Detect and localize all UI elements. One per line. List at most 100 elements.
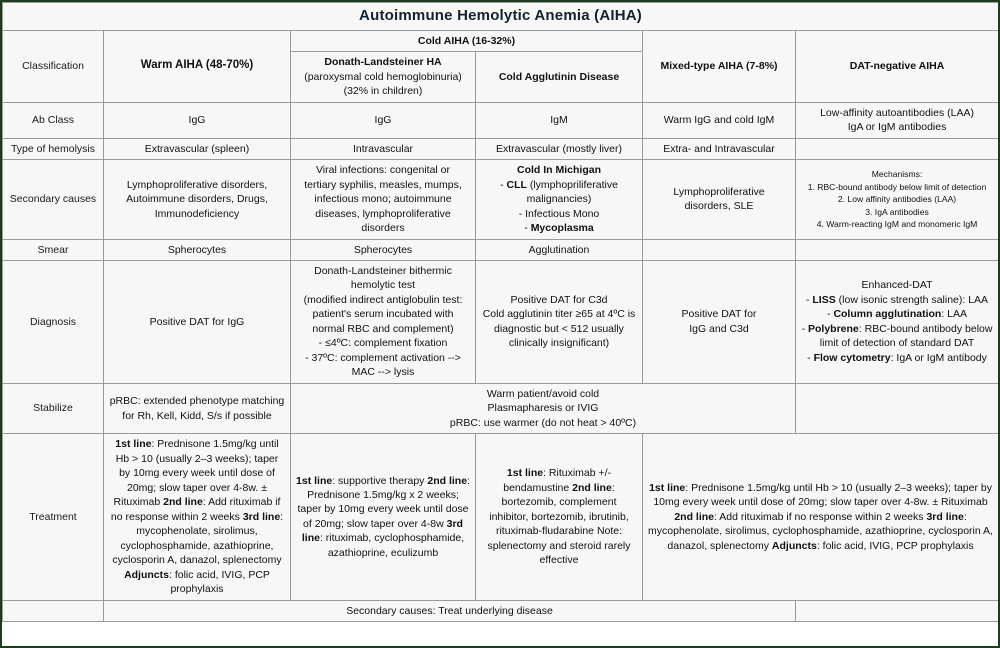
secondary-dl-l1: Viral infections: congenital or <box>315 164 451 177</box>
cell-treatment-cad: 1st line: Rituximab +/- bendamustine 2nd… <box>475 433 643 601</box>
tx-warm-l1-label: 1st line <box>115 438 152 451</box>
tx-dl-l3-label: 3rd line <box>301 517 463 545</box>
cell-smear-cad: Agglutination <box>475 238 643 261</box>
tx-mixed-adjuncts-label: Adjuncts <box>771 539 817 552</box>
stabilize-cold-l2: Plasmapharesis or IVIG <box>487 402 599 415</box>
tx-dl-l1-label: 1st line <box>296 474 333 487</box>
secondary-mixed-l2: disorders, SLE <box>684 200 754 213</box>
cell-classification-dat-negative: DAT-negative AIHA <box>794 29 998 103</box>
cell-classification-donath-landsteiner: Donath-Landsteiner HA (paroxysmal cold h… <box>290 51 476 103</box>
cell-diagnosis-warm: Positive DAT for IgG <box>103 259 291 384</box>
cell-ab-class-warm: IgG <box>103 101 291 139</box>
dat-mechanism-3: 3. IgA antibodies <box>865 206 929 217</box>
secondary-warm-l3: Immunodeficiency <box>154 207 240 220</box>
stabilize-warm-l1: pRBC: extended phenotype matching <box>109 395 285 408</box>
tx-mixed-l1-text: : Prednisone 1.5mg/kg until Hb > 10 (usu… <box>653 481 992 509</box>
cell-diagnosis-cad: Positive DAT for C3d Cold agglutinin tit… <box>475 259 643 384</box>
stabilize-warm-l2: for Rh, Kell, Kidd, S/s if possible <box>122 409 272 422</box>
tx-warm-adjuncts-label: Adjuncts <box>124 568 169 581</box>
tx-mixed-l2-label: 2nd line <box>674 510 714 523</box>
tx-cad-l2-label: 2nd line <box>572 481 612 494</box>
dx-cad-l1: Positive DAT for C3d <box>510 293 608 306</box>
diagnosis-row: Diagnosis Positive DAT for IgG Donath-La… <box>2 259 998 384</box>
type-of-hemolysis-row: Type of hemolysis Extravascular (spleen)… <box>2 137 998 161</box>
cell-hemolysis-dl: Intravascular <box>290 137 476 161</box>
row-header-diagnosis: Diagnosis <box>2 259 104 384</box>
dx-mixed-l1: Positive DAT for <box>681 308 757 321</box>
dl-title: Donath-Landsteiner HA <box>324 56 442 69</box>
secondary-dl-l3: infectious mono; autoimmune <box>314 193 452 206</box>
cell-hemolysis-mixed: Extra- and Intravascular <box>642 137 796 161</box>
dx-dat-column-agglutination: Column agglutination <box>833 308 942 321</box>
dx-dl-l8: MAC --> lysis <box>351 366 415 379</box>
cell-ab-class-cad: IgM <box>475 101 643 139</box>
cell-treatment-mixed-dat: 1st line: Prednisone 1.5mg/kg until Hb >… <box>641 433 998 601</box>
tx-mixed-l1-label: 1st line <box>649 481 686 494</box>
ab-class-row: Ab Class IgG IgG IgM Warm IgG and cold I… <box>2 101 998 139</box>
table-title-row: Autoimmune Hemolytic Anemia (AIHA) <box>2 2 998 31</box>
footer-blank-cell <box>794 599 998 623</box>
secondary-dl-l4: diseases, lymphoproliferative <box>315 207 451 220</box>
tx-cad-l1-text: : Rituximab +/- bendamustine <box>503 467 612 494</box>
cell-smear-dl: Spherocytes <box>290 238 476 261</box>
tx-cad-l1-label: 1st line <box>506 467 544 480</box>
row-header-stabilize: Stabilize <box>2 382 104 435</box>
cad-cll-rest: (lymphopriliferative <box>526 178 618 191</box>
cell-ab-class-dl: IgG <box>290 101 476 139</box>
dat-mechanisms-title: Mechanisms: <box>871 169 923 180</box>
cell-hemolysis-warm: Extravascular (spleen) <box>103 137 291 161</box>
dat-mechanism-4: 4. Warm-reacting IgM and monomeric IgM <box>816 218 978 229</box>
tx-mixed-l3-label: 3rd line <box>926 510 964 523</box>
dl-subtitle: (paroxysmal cold hemoglobinuria) <box>304 70 462 83</box>
secondary-warm-l2: Autoimmune disorders, Drugs, <box>126 193 268 206</box>
row-header-smear: Smear <box>2 238 104 261</box>
tx-cad-note: Note: splenectomy and steroid rarely eff… <box>487 525 631 567</box>
cell-stabilize-warm: pRBC: extended phenotype matching for Rh… <box>103 382 291 435</box>
cell-secondary-mixed: Lymphoproliferative disorders, SLE <box>642 159 796 240</box>
treatment-row: Treatment 1st line: Prednisone 1.5mg/kg … <box>2 433 998 601</box>
cad-infectious-mono: - Infectious Mono <box>518 207 600 220</box>
cell-hemolysis-dat-negative <box>794 137 998 161</box>
dx-dat-title: Enhanced-DAT <box>861 279 933 292</box>
cell-classification-warm: Warm AIHA (48-70%) <box>103 29 291 103</box>
dx-mixed-l2: IgG and C3d <box>689 322 749 335</box>
cell-diagnosis-dat-negative: Enhanced-DAT - LISS (low isonic strength… <box>794 259 998 384</box>
cell-hemolysis-cad: Extravascular (mostly liver) <box>475 137 643 161</box>
dx-dat-flow-cytometry: Flow cytometry <box>813 351 891 364</box>
secondary-mixed-l1: Lymphoproliferative <box>673 185 765 198</box>
dx-dl-l3: (modified indirect antiglobulin test: <box>303 293 463 306</box>
cell-secondary-dat-negative: Mechanisms: 1. RBC-bound antibody below … <box>794 159 998 240</box>
row-header-type-of-hemolysis: Type of hemolysis <box>2 137 104 161</box>
tx-warm-l3-text: : mycophenolate, sirolimus, cyclophospha… <box>112 510 284 567</box>
cell-ab-class-mixed: Warm IgG and cold IgM <box>642 101 796 139</box>
dx-dat-flow-rest: : IgA or IgM antibody <box>890 351 987 364</box>
cad-cll-bold: CLL <box>506 178 527 191</box>
tx-warm-adjuncts-text: : folic acid, IVIG, PCP prophylaxis <box>168 568 270 596</box>
tx-cad-l2-text: : bortezomib, complement inhibitor, bort… <box>489 481 629 538</box>
aiha-comparison-table: Autoimmune Hemolytic Anemia (AIHA) Class… <box>2 2 998 623</box>
dx-cad-l2: Cold agglutinin titer ≥65 at 4ºC is <box>482 308 636 321</box>
footer-row: Secondary causes: Treat underlying disea… <box>2 599 998 623</box>
footer-row-header-blank <box>2 599 104 623</box>
dx-dl-l4: patient's serum incubated with <box>312 308 454 321</box>
tx-mixed-l2-text: : Add rituximab if no response within 2 … <box>714 510 924 523</box>
dx-dl-l5: normal RBC and complement) <box>312 322 454 335</box>
dx-dl-l6: - ≤4ºC: complement fixation <box>318 337 448 350</box>
cell-secondary-warm: Lymphoproliferative disorders, Autoimmun… <box>103 159 291 240</box>
cell-classification-cold-group: Cold AIHA (16-32%) <box>290 29 643 53</box>
dat-ab-line2: IgA or IgM antibodies <box>847 121 947 134</box>
tx-warm-l2-text: : Add rituximab if no response within 2 … <box>110 496 281 523</box>
cell-stabilize-dat-negative <box>794 382 998 435</box>
cell-stabilize-cold-shared: Warm patient/avoid cold Plasmapharesis o… <box>290 382 796 435</box>
cad-cll-cont: malignancies) <box>526 193 592 206</box>
dl-children-pct: (32% in children) <box>343 85 423 98</box>
cad-mycoplasma: Mycoplasma <box>530 222 594 235</box>
dx-dat-polybrene: Polybrene <box>808 322 859 335</box>
dat-ab-line1: Low-affinity autoantibodies (LAA) <box>820 106 974 119</box>
classification-group-row: Classification Warm AIHA (48-70%) Cold A… <box>2 29 998 103</box>
cell-diagnosis-dl: Donath-Landsteiner bithermic hemolytic t… <box>290 259 476 384</box>
dat-mechanism-2: 2. Low affinity antibodies (LAA) <box>837 194 957 205</box>
tx-mixed-l3-text: : mycophenolate, sirolimus, cyclophospha… <box>648 510 993 552</box>
tx-dl-l3-text: : rituximab, cyclophosphamide, azathiopr… <box>319 532 465 559</box>
cell-classification-cad: Cold Agglutinin Disease <box>475 51 643 103</box>
